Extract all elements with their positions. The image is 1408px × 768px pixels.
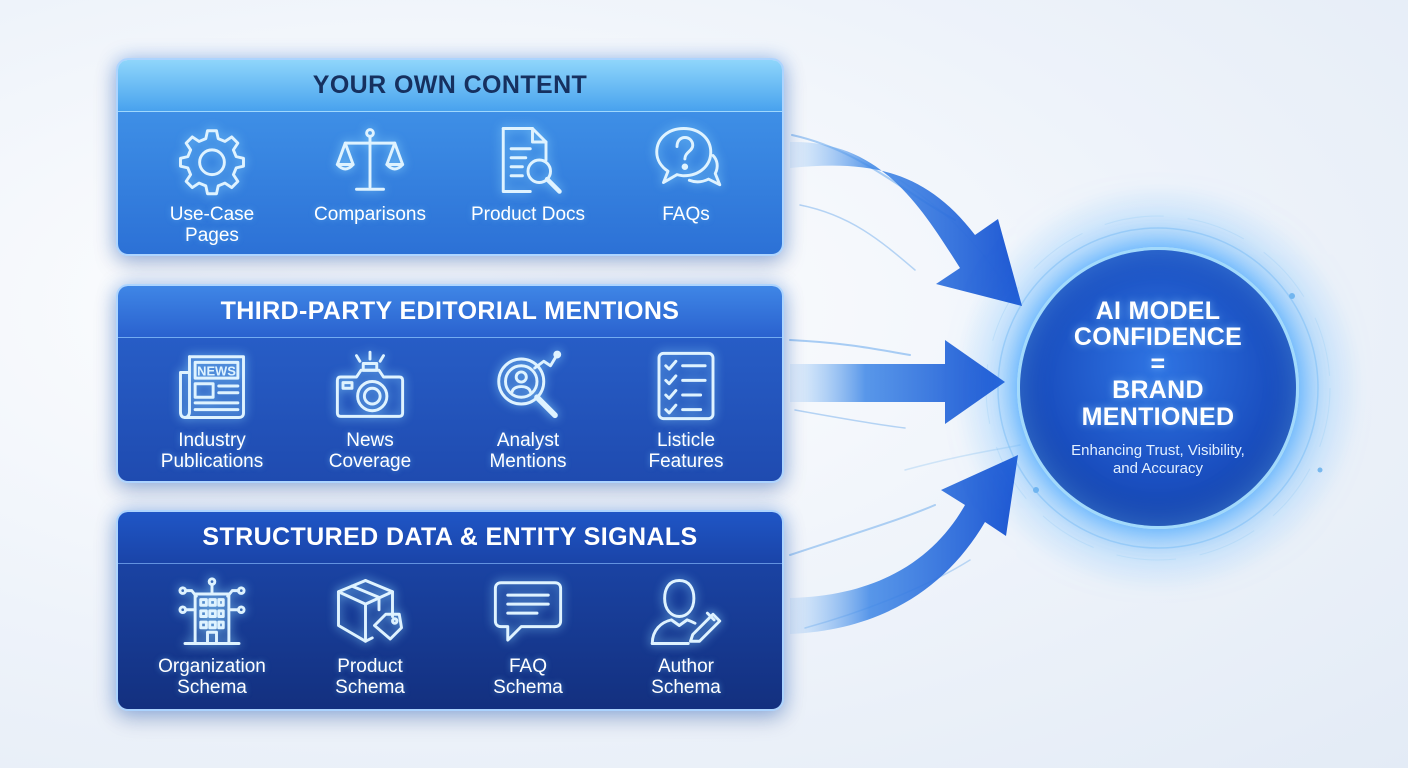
- question-bubble-icon: [648, 122, 724, 198]
- group-own-content: YOUR OWN CONTENT Use-Case Pages: [116, 58, 784, 256]
- item-label: FAQs: [662, 204, 710, 225]
- item-product-docs: Product Docs: [453, 122, 603, 225]
- document-search-icon: [490, 122, 566, 198]
- item-label: Analyst Mentions: [489, 430, 567, 472]
- group-structured-data: STRUCTURED DATA & ENTITY SIGNALS: [116, 510, 784, 711]
- group-items: Organization Schema Product Schema: [118, 564, 782, 709]
- group-third-party-mentions: THIRD-PARTY EDITORIAL MENTIONS NEWS Indu…: [116, 284, 784, 483]
- svg-text:NEWS: NEWS: [197, 363, 236, 378]
- group-title: THIRD-PARTY EDITORIAL MENTIONS: [118, 286, 782, 338]
- item-label: Author Schema: [651, 656, 721, 698]
- item-listicle-features: Listicle Features: [611, 348, 761, 472]
- item-label: Product Schema: [335, 656, 405, 698]
- group-title: STRUCTURED DATA & ENTITY SIGNALS: [118, 512, 782, 564]
- item-label: News Coverage: [328, 430, 412, 472]
- item-label: Industry Publications: [160, 430, 264, 472]
- item-label: FAQ Schema: [493, 656, 563, 698]
- box-tag-icon: [332, 574, 408, 650]
- item-analyst-mentions: Analyst Mentions: [453, 348, 603, 472]
- group-title: YOUR OWN CONTENT: [118, 60, 782, 112]
- item-use-case-pages: Use-Case Pages: [137, 122, 287, 246]
- camera-icon: [332, 348, 408, 424]
- item-label: Listicle Features: [648, 430, 724, 472]
- gear-icon: [174, 122, 250, 198]
- item-label: Comparisons: [314, 204, 426, 225]
- hub-subtitle: Enhancing Trust, Visibility, and Accurac…: [1071, 442, 1245, 478]
- item-organization-schema: Organization Schema: [137, 574, 287, 698]
- ai-model-confidence-hub: AI MODEL CONFIDENCE = BRAND MENTIONED En…: [1017, 247, 1299, 529]
- newspaper-icon: NEWS: [174, 348, 250, 424]
- item-label: Use-Case Pages: [169, 204, 255, 246]
- scales-icon: [332, 122, 408, 198]
- group-items: Use-Case Pages Comparisons: [118, 112, 782, 254]
- chat-bubble-icon: [490, 574, 566, 650]
- item-label: Product Docs: [470, 204, 586, 225]
- person-pen-icon: [648, 574, 724, 650]
- item-news-coverage: News Coverage: [295, 348, 445, 472]
- group-items: NEWS Industry Publications: [118, 338, 782, 481]
- item-faqs: FAQs: [611, 122, 761, 225]
- item-author-schema: Author Schema: [611, 574, 761, 698]
- item-product-schema: Product Schema: [295, 574, 445, 698]
- hub-title: AI MODEL CONFIDENCE = BRAND MENTIONED: [1073, 296, 1243, 431]
- building-network-icon: [174, 574, 250, 650]
- checklist-icon: [648, 348, 724, 424]
- item-faq-schema: FAQ Schema: [453, 574, 603, 698]
- analyst-search-icon: [490, 348, 566, 424]
- item-industry-publications: NEWS Industry Publications: [137, 348, 287, 472]
- item-label: Organization Schema: [158, 656, 266, 698]
- item-comparisons: Comparisons: [295, 122, 445, 225]
